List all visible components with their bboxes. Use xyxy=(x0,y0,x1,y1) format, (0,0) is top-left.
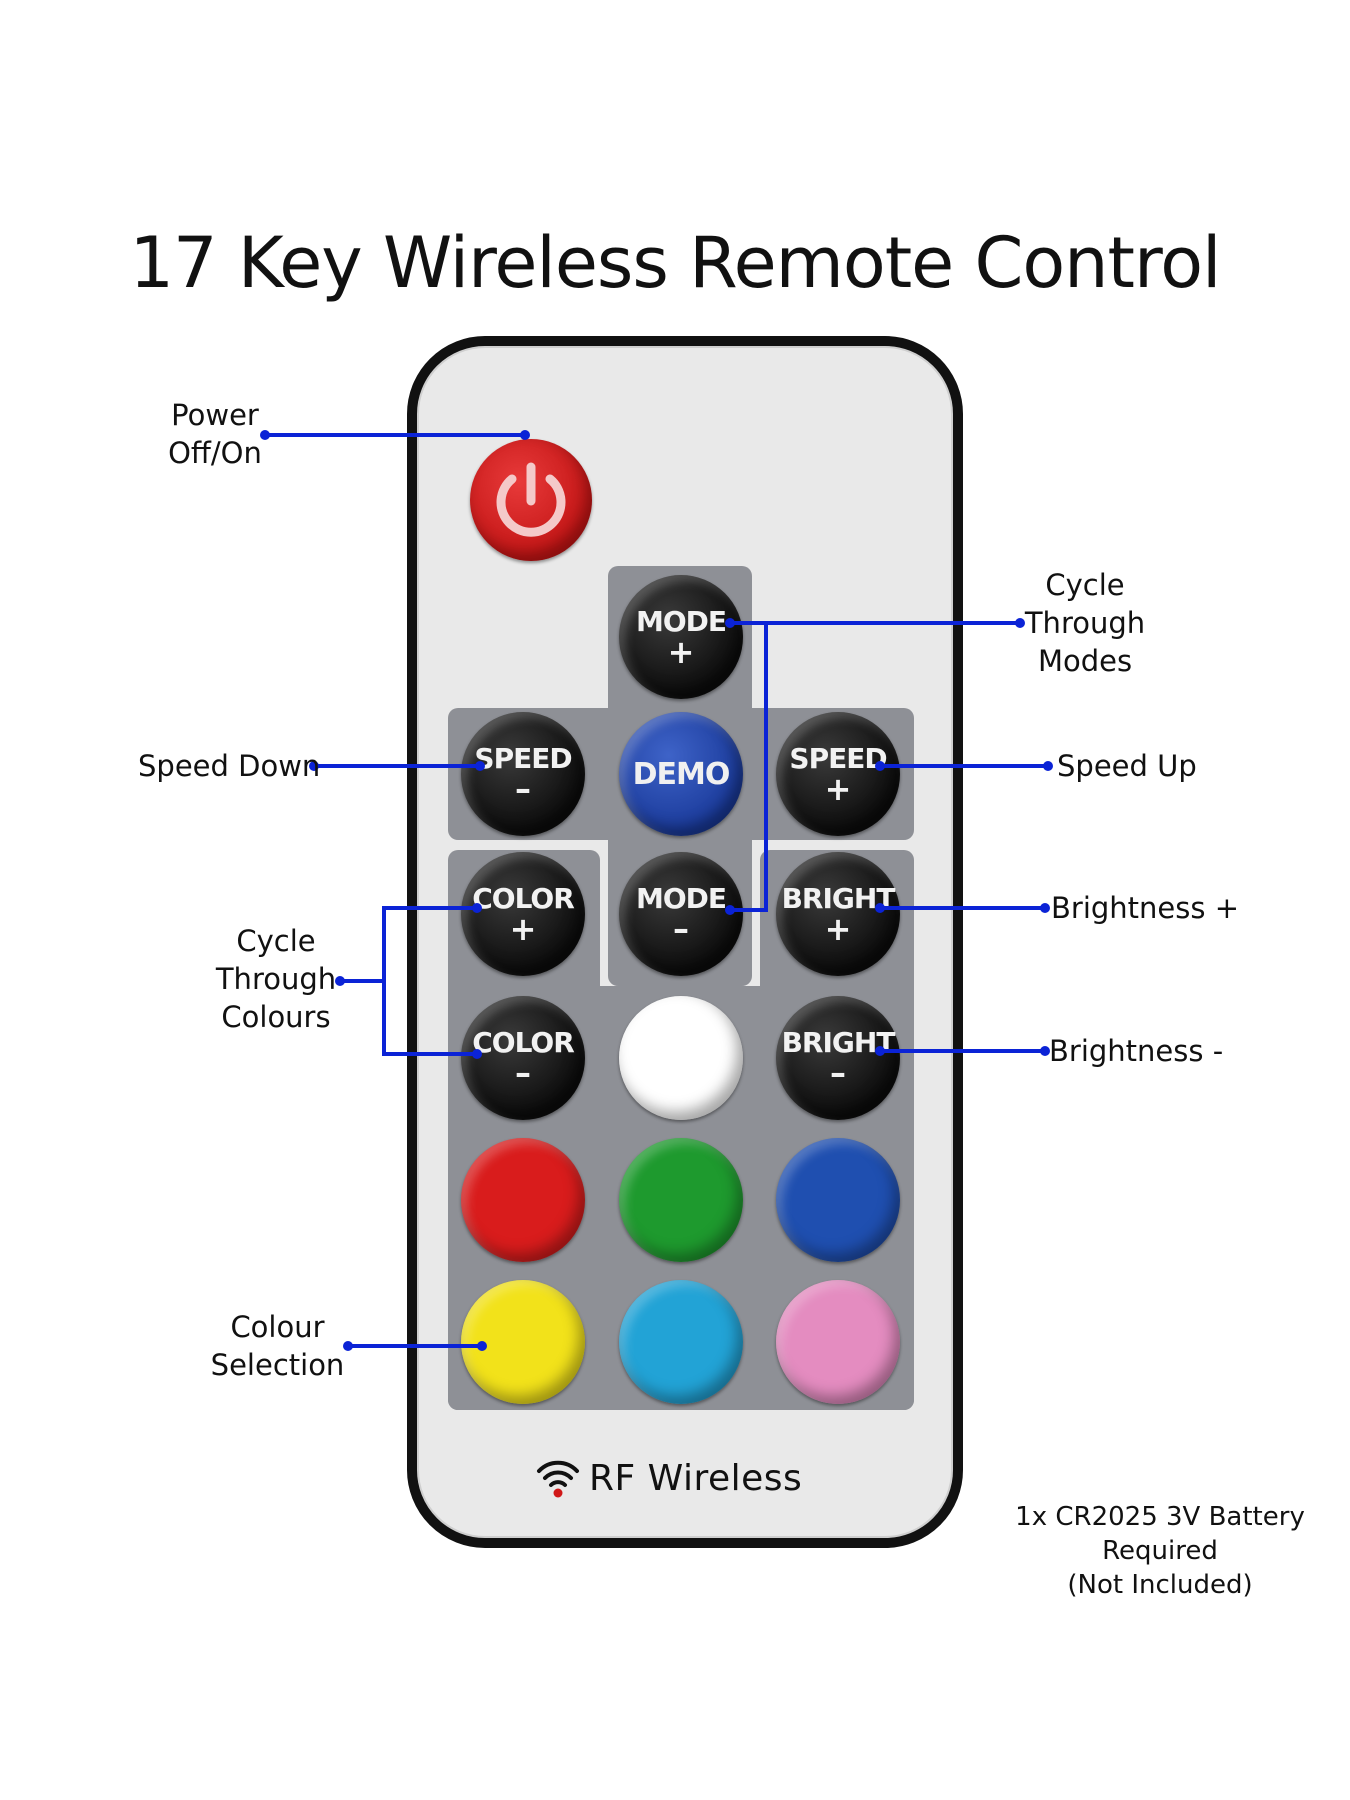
power-icon xyxy=(496,462,566,537)
bright-plus-button[interactable]: BRIGHT + xyxy=(776,852,900,976)
label-speed-up: Speed Up xyxy=(1057,749,1197,783)
color-plus-button[interactable]: COLOR + xyxy=(461,852,585,976)
label-cycle-colours-line2: Through xyxy=(215,962,337,996)
demo-label: DEMO xyxy=(632,756,731,792)
pink-color-button[interactable] xyxy=(776,1280,900,1404)
mode-minus-sign: – xyxy=(673,910,689,948)
speed-minus-button[interactable]: SPEED – xyxy=(461,712,585,836)
label-cycle-modes-line2: Through xyxy=(1024,606,1146,640)
label-colour-selection: Colour Selection xyxy=(205,1308,350,1384)
battery-note-line2: (Not Included) xyxy=(1067,1570,1253,1600)
green-color-button[interactable] xyxy=(619,1138,743,1262)
label-cycle-colours-line3: Colours xyxy=(221,1000,331,1034)
dot-brightness-plus-b xyxy=(1040,903,1050,913)
battery-note: 1x CR2025 3V Battery Required (Not Inclu… xyxy=(975,1500,1345,1602)
label-power: Power Off/On xyxy=(150,396,280,472)
label-brightness-minus: Brightness - xyxy=(1049,1034,1224,1068)
label-cycle-modes-line3: Modes xyxy=(1037,644,1133,678)
mode-plus-sign: + xyxy=(667,633,695,671)
color-minus-label: COLOR xyxy=(472,1026,575,1059)
blue-color-button[interactable] xyxy=(776,1138,900,1262)
label-cycle-colours-line1: Cycle xyxy=(236,924,316,958)
label-cycle-modes-line1: Cycle xyxy=(1045,568,1125,602)
mode-plus-button[interactable]: MODE + xyxy=(619,575,743,699)
demo-button[interactable]: DEMO xyxy=(619,712,743,836)
color-plus-sign: + xyxy=(509,910,537,948)
color-minus-sign: – xyxy=(515,1054,531,1092)
speed-plus-sign: + xyxy=(824,770,852,808)
label-colour-selection-line1: Colour xyxy=(230,1310,325,1344)
page-title: 17 Key Wireless Remote Control xyxy=(129,222,1222,304)
speed-plus-button[interactable]: SPEED + xyxy=(776,712,900,836)
label-cycle-modes: Cycle Through Modes xyxy=(1010,566,1160,680)
label-brightness-plus: Brightness + xyxy=(1051,891,1239,925)
label-colour-selection-line2: Selection xyxy=(210,1348,345,1382)
mode-minus-label: MODE xyxy=(635,882,727,915)
cyan-color-button[interactable] xyxy=(619,1280,743,1404)
color-minus-button[interactable]: COLOR – xyxy=(461,996,585,1120)
red-color-button[interactable] xyxy=(461,1138,585,1262)
label-power-line2: Off/On xyxy=(168,436,262,470)
label-speed-down: Speed Down xyxy=(138,749,321,783)
rf-wireless-text: RF Wireless xyxy=(589,1457,803,1499)
bright-minus-button[interactable]: BRIGHT – xyxy=(776,996,900,1120)
color-plus-label: COLOR xyxy=(472,882,575,915)
rf-wireless-brand: RF Wireless xyxy=(535,1450,835,1506)
label-power-line1: Power xyxy=(171,398,259,432)
bright-minus-sign: – xyxy=(830,1054,846,1092)
power-button[interactable] xyxy=(470,439,592,561)
speed-plus-label: SPEED xyxy=(789,742,887,775)
battery-note-line1: 1x CR2025 3V Battery Required xyxy=(1015,1502,1305,1566)
mode-plus-label: MODE xyxy=(635,605,727,638)
yellow-color-button[interactable] xyxy=(461,1280,585,1404)
speed-minus-label: SPEED xyxy=(474,742,572,775)
label-cycle-colours: Cycle Through Colours xyxy=(205,922,347,1036)
mode-minus-button[interactable]: MODE – xyxy=(619,852,743,976)
bright-plus-sign: + xyxy=(824,910,852,948)
speed-minus-sign: – xyxy=(515,770,531,808)
wireless-icon xyxy=(537,1460,579,1498)
white-color-button[interactable] xyxy=(619,996,743,1120)
dot-speed-up-b xyxy=(1043,761,1053,771)
